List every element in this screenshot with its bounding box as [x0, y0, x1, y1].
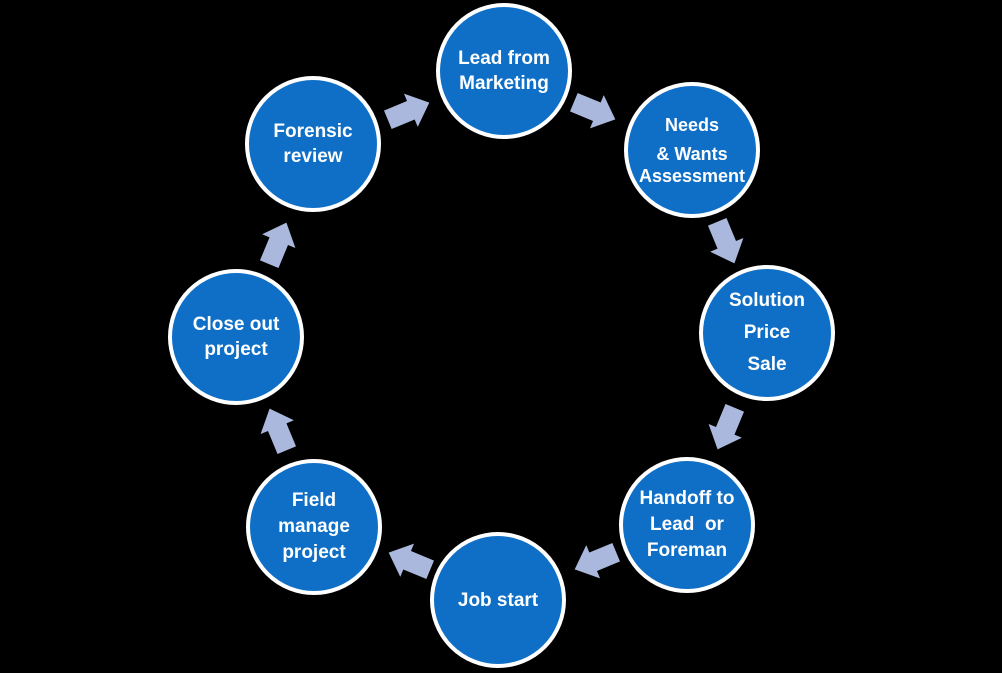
cycle-node-lead-from-marketing: Lead from Marketing — [436, 3, 572, 139]
label-line: Solution — [729, 290, 805, 311]
label-line: Sale — [747, 354, 787, 375]
label-line: Assessment — [638, 165, 746, 186]
cycle-node-close-out-project: Close out project — [168, 269, 304, 405]
cycle-node-job-start: Job start — [430, 532, 566, 668]
label-line: Foreman — [646, 540, 728, 561]
cycle-node-solution-price-sale: Solution Price Sale — [699, 265, 835, 401]
label-line: Marketing — [459, 73, 549, 94]
arrow-icon — [701, 215, 752, 271]
label-line: project — [282, 542, 346, 563]
label-line: & Wants — [656, 143, 728, 164]
label-line: Forensic — [273, 121, 353, 142]
node-label: Solution Price Sale — [703, 285, 831, 381]
label-line: project — [204, 339, 268, 360]
label-line: Handoff to — [639, 488, 735, 509]
label-line: Close out — [192, 314, 280, 335]
node-label: Close out project — [172, 312, 300, 362]
arrow-icon — [567, 536, 623, 587]
arrow-icon — [701, 401, 752, 457]
label-line: Price — [743, 322, 791, 343]
label-line: Lead from — [458, 48, 550, 69]
node-label: Forensic review — [249, 119, 377, 169]
node-label: Handoff to Lead or Foreman — [623, 486, 751, 564]
cycle-node-forensic-review: Forensic review — [245, 76, 381, 212]
node-label: Needs & Wants Assessment — [628, 114, 756, 187]
arrow-icon — [567, 86, 623, 137]
node-label: Lead from Marketing — [440, 46, 568, 96]
arrow-icon — [253, 215, 304, 271]
label-line: Job start — [457, 589, 539, 611]
cycle-node-handoff-to-lead-or-foreman: Handoff to Lead or Foreman — [619, 457, 755, 593]
arrow-icon — [381, 536, 437, 587]
label-line: review — [283, 146, 343, 167]
label-line: Field — [291, 490, 337, 511]
cycle-node-field-manage-project: Field manage project — [246, 459, 382, 595]
node-label: Job start — [434, 588, 562, 613]
label-line: manage — [278, 516, 350, 537]
arrow-icon — [381, 86, 437, 137]
label-line: Needs — [664, 114, 720, 135]
label-line: Lead or — [650, 514, 724, 535]
cycle-node-needs-wants-assessment: Needs & Wants Assessment — [624, 82, 760, 218]
node-label: Field manage project — [250, 488, 378, 566]
arrow-icon — [253, 401, 304, 457]
